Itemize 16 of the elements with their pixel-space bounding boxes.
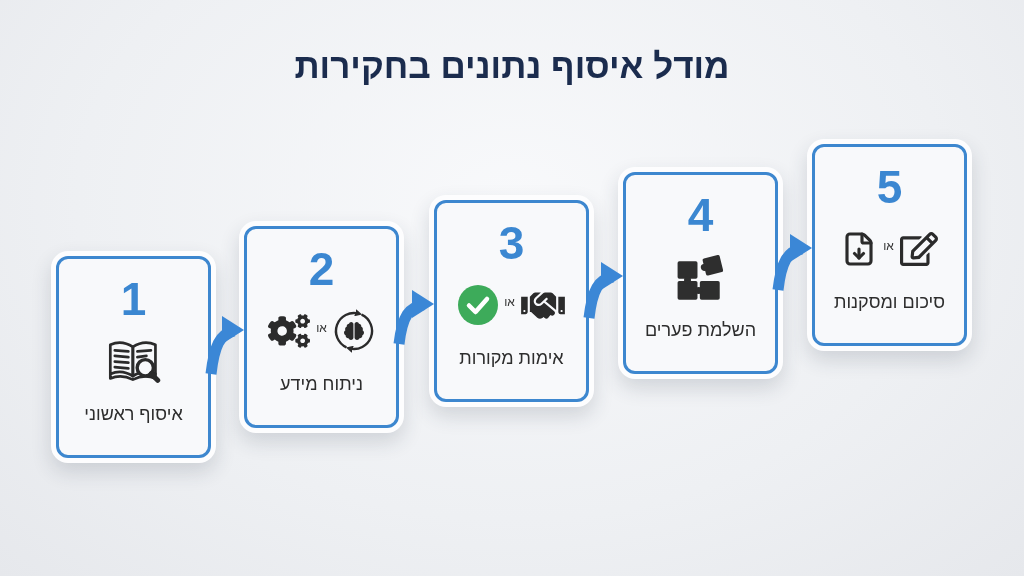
- step-title: ניתוח מידע: [279, 373, 364, 396]
- curved-arrow: [772, 234, 813, 291]
- diagram-title: מודל איסוף נתונים בחקירות: [294, 45, 730, 87]
- step-number: 1: [120, 276, 147, 322]
- step-number: 2: [308, 246, 335, 292]
- step-title: אימות מקורות: [458, 347, 565, 370]
- step-title: השלמת פערים: [643, 319, 758, 342]
- curved-arrow: [583, 262, 624, 319]
- or-text: או: [883, 239, 894, 253]
- or-text: או: [316, 321, 327, 335]
- step-title: איסוף ראשוני: [83, 403, 184, 426]
- or-text: או: [504, 295, 515, 309]
- step-number: 5: [876, 164, 903, 210]
- step-title: סיכום ומסקנות: [832, 291, 946, 314]
- step-number: 3: [498, 220, 525, 266]
- step-number: 4: [687, 192, 714, 238]
